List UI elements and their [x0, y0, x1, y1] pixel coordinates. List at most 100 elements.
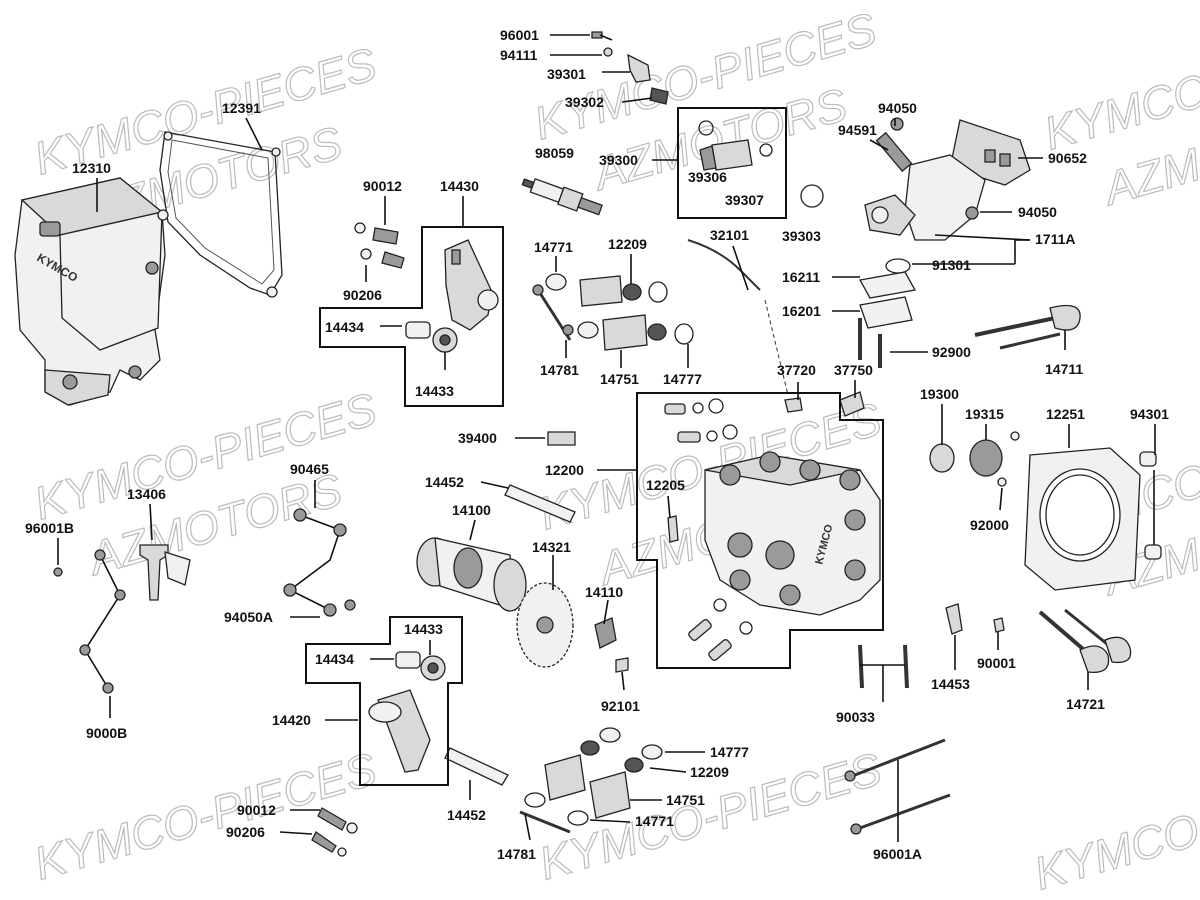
part-labels: 96001 94111 39301 39302 39300 39306 3930…: [25, 27, 1169, 862]
top-clip-parts-drawing: [591, 31, 669, 105]
part-label[interactable]: 14110: [585, 584, 623, 600]
part-label[interactable]: 16201: [782, 303, 821, 319]
cam-sprocket-drawing: [516, 582, 574, 668]
part-label[interactable]: 14453: [931, 676, 970, 692]
leader-lines: [57, 34, 1156, 842]
part-label[interactable]: 39306: [688, 169, 727, 185]
part-label[interactable]: 96001: [500, 27, 539, 43]
o-ring-91301-drawing: [885, 258, 911, 274]
part-label[interactable]: 12209: [690, 764, 729, 780]
part-label[interactable]: 94050: [1018, 204, 1057, 220]
part-label[interactable]: 19300: [920, 386, 959, 402]
bolt-92101-drawing: [615, 657, 629, 673]
part-label[interactable]: 92900: [932, 344, 971, 360]
part-label[interactable]: 19315: [965, 406, 1004, 422]
watermark-text: KYMCO-PIECES: [1038, 12, 1200, 159]
part-label[interactable]: 90465: [290, 461, 329, 477]
cover-gasket-drawing: [157, 131, 283, 298]
part-label[interactable]: 14434: [325, 319, 364, 335]
part-label[interactable]: 90012: [237, 802, 276, 818]
part-label[interactable]: 96001B: [25, 520, 74, 536]
dowel-pins-drawing: [1139, 451, 1162, 560]
cylinder-head-cover-drawing: KYMCO: [14, 177, 166, 406]
part-label[interactable]: 39303: [782, 228, 821, 244]
part-label[interactable]: 91301: [932, 257, 971, 273]
part-label[interactable]: 14771: [635, 813, 674, 829]
part-label[interactable]: 39300: [599, 152, 638, 168]
part-label[interactable]: 9000B: [86, 725, 127, 741]
injector-drawing: [698, 120, 773, 171]
part-label[interactable]: 92000: [970, 517, 1009, 533]
part-label[interactable]: 94301: [1130, 406, 1169, 422]
part-label[interactable]: 90012: [363, 178, 402, 194]
part-label[interactable]: 37750: [834, 362, 873, 378]
rocker-arm-upper-drawing: [405, 239, 499, 353]
part-label[interactable]: 90206: [226, 824, 265, 840]
part-label[interactable]: 14434: [315, 651, 354, 667]
part-label[interactable]: 12205: [646, 477, 685, 493]
part-label[interactable]: 16211: [782, 269, 820, 285]
part-label[interactable]: 39307: [725, 192, 764, 208]
spacer-16211-drawing: [858, 271, 917, 299]
part-label[interactable]: 14777: [663, 371, 702, 387]
part-label[interactable]: 94591: [838, 122, 877, 138]
bolt-39400-drawing: [547, 431, 576, 446]
watermark-layer: KYMCO-PIECES AZMOTORS KYMCO-PIECES AZMOT…: [28, 2, 1200, 900]
part-label[interactable]: 14433: [415, 383, 454, 399]
part-label[interactable]: 14771: [534, 239, 573, 255]
part-label[interactable]: 12391: [222, 100, 261, 116]
cam-plate-drawing: [594, 617, 617, 649]
insulator-16201-drawing: [859, 296, 913, 329]
part-label[interactable]: 14433: [404, 621, 443, 637]
part-label[interactable]: 90652: [1048, 150, 1087, 166]
part-label[interactable]: 39301: [547, 66, 586, 82]
part-label[interactable]: 1711A: [1035, 231, 1075, 247]
cylinder-head-drawing: KYMCO: [664, 398, 881, 661]
part-label[interactable]: 90033: [836, 709, 875, 725]
part-label[interactable]: 14777: [710, 744, 749, 760]
part-label[interactable]: 14751: [600, 371, 639, 387]
part-label[interactable]: 14452: [447, 807, 486, 823]
part-label[interactable]: 90001: [977, 655, 1016, 671]
part-label[interactable]: 12251: [1046, 406, 1085, 422]
part-label[interactable]: 14721: [1066, 696, 1105, 712]
part-label[interactable]: 14420: [272, 712, 311, 728]
part-label[interactable]: 39302: [565, 94, 604, 110]
part-label[interactable]: 12200: [545, 462, 584, 478]
sensor-wire-drawing: [687, 239, 761, 291]
o-ring-39303-drawing: [800, 184, 824, 208]
part-label[interactable]: 14751: [666, 792, 705, 808]
group-box-14420: [305, 616, 463, 786]
part-label[interactable]: 94050A: [224, 609, 273, 625]
adjuster-screw-drawing: [354, 222, 405, 269]
throttle-body-drawing: [864, 117, 1031, 241]
thermostat-drawing: [929, 431, 1020, 487]
part-label[interactable]: 12209: [608, 236, 647, 252]
part-label[interactable]: 37720: [777, 362, 816, 378]
part-label[interactable]: 92101: [601, 698, 640, 714]
part-label[interactable]: 13406: [127, 486, 166, 502]
part-label[interactable]: 32101: [710, 227, 749, 243]
camshaft-drawing: [416, 537, 527, 612]
part-label[interactable]: 14781: [540, 362, 579, 378]
intake-valve-drawing: [974, 304, 1081, 350]
part-label[interactable]: 14711: [1045, 361, 1083, 377]
temp-sensor-drawing: [784, 391, 865, 417]
part-label[interactable]: 14321: [532, 539, 571, 555]
part-label[interactable]: 14781: [497, 846, 536, 862]
part-label[interactable]: 14452: [425, 474, 464, 490]
bolt-90001-drawing: [993, 617, 1005, 633]
part-label[interactable]: 14430: [440, 178, 479, 194]
part-label[interactable]: 90206: [343, 287, 382, 303]
part-label[interactable]: 94111: [500, 47, 538, 63]
rocker-shaft-lower-drawing: [444, 747, 509, 786]
part-label[interactable]: 94050: [878, 100, 917, 116]
rocker-arm-lower-drawing: [368, 651, 446, 773]
part-label[interactable]: 12310: [72, 160, 111, 176]
part-label[interactable]: 96001A: [873, 846, 922, 862]
part-label[interactable]: 14100: [452, 502, 491, 518]
part-label[interactable]: 39400: [458, 430, 497, 446]
part-label[interactable]: 98059: [535, 145, 574, 161]
